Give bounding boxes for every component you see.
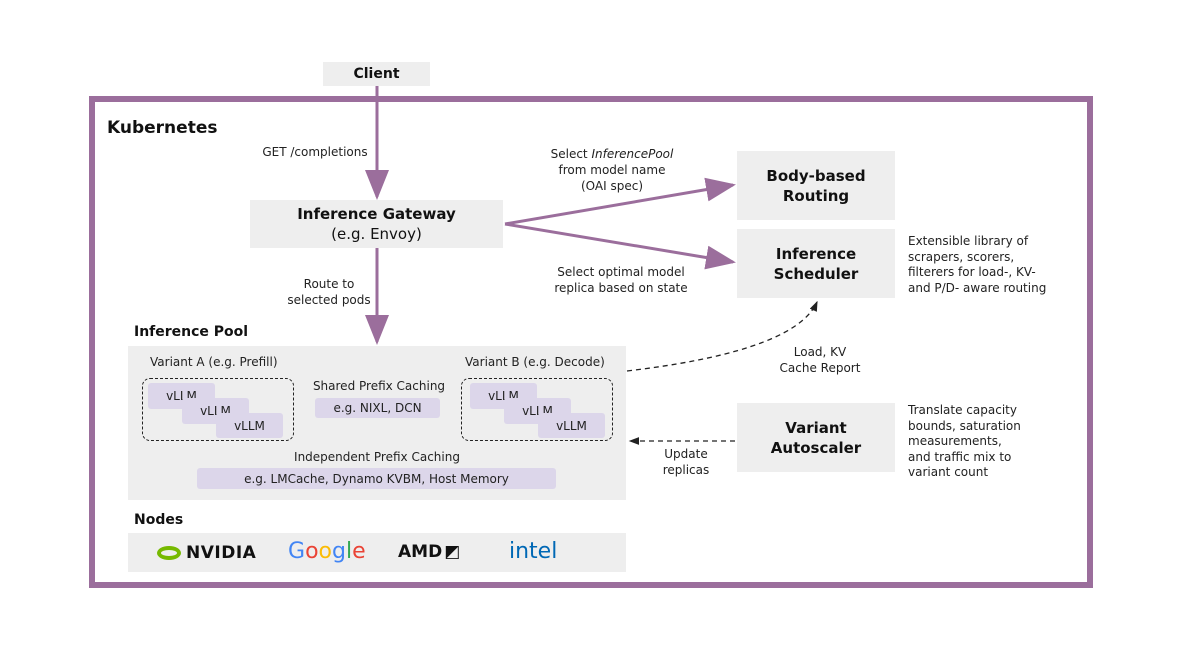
select-pool-line: from model name xyxy=(558,163,666,177)
nodes-title: Nodes xyxy=(134,512,184,528)
get-completions-label: GET /completions xyxy=(262,145,368,159)
inference-gateway-box: Inference Gateway (e.g. Envoy) xyxy=(250,200,503,248)
shared-caching-label: Shared Prefix Caching xyxy=(312,379,446,393)
inference-pool-title: Inference Pool xyxy=(134,324,249,340)
vllm-instance: vLLM xyxy=(538,413,605,438)
arrow-gateway-body-routing xyxy=(504,177,736,226)
variant-a-label: Variant A (e.g. Prefill) xyxy=(150,355,278,369)
shared-caching-example: e.g. NIXL, DCN xyxy=(315,398,440,418)
nvidia-logo: NVIDIA xyxy=(157,543,256,563)
select-replica-label: Select optimal model replica based on st… xyxy=(536,264,706,296)
amd-arrow-icon: ◩ xyxy=(444,542,461,562)
amd-wordmark: AMD xyxy=(398,542,443,562)
route-label-line: Route to xyxy=(303,277,355,291)
variant-b-label: Variant B (e.g. Decode) xyxy=(465,355,605,369)
nodes-area xyxy=(128,533,626,572)
nvidia-wordmark: NVIDIA xyxy=(186,543,257,563)
intel-logo: intel xyxy=(509,539,558,564)
google-logo: Google xyxy=(288,539,366,564)
client-box: Client xyxy=(323,62,430,86)
variant-a-group xyxy=(142,378,294,441)
amd-logo: AMD◩ xyxy=(398,542,460,562)
gateway-subtitle: (e.g. Envoy) xyxy=(331,225,422,243)
select-replica-line: Select optimal model xyxy=(557,265,685,279)
nvidia-eye-icon xyxy=(157,546,181,560)
select-pool-line: Select InferencePool xyxy=(550,147,674,161)
variant-b-group xyxy=(461,378,613,441)
select-replica-line: replica based on state xyxy=(554,281,688,295)
independent-caching-example: e.g. LMCache, Dynamo KVBM, Host Memory xyxy=(197,468,556,489)
gateway-title: Inference Gateway xyxy=(297,205,456,223)
kubernetes-frame xyxy=(89,96,1093,588)
arrow-load-report xyxy=(626,300,818,372)
kubernetes-label: Kubernetes xyxy=(107,118,218,138)
independent-caching-label: Independent Prefix Caching xyxy=(294,450,460,464)
arrow-gateway-scheduler xyxy=(504,222,736,270)
vllm-instance: vLLM xyxy=(216,413,283,438)
route-label-line: selected pods xyxy=(287,293,371,307)
select-pool-label: Select InferencePool from model name (OA… xyxy=(532,146,692,194)
select-pool-line: (OAI spec) xyxy=(580,179,643,193)
route-label: Route to selected pods xyxy=(270,276,388,308)
